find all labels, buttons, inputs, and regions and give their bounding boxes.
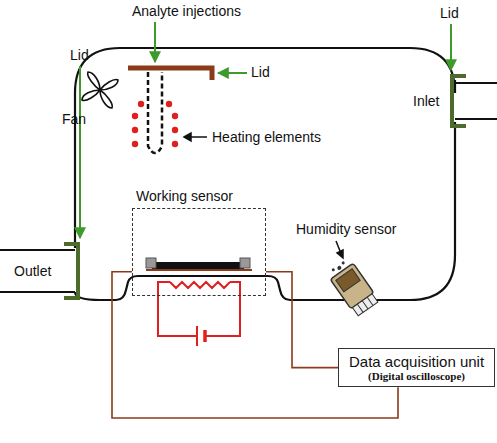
lid-label: Lid: [70, 48, 89, 63]
node-subtitle: (Digital oscilloscope): [349, 370, 484, 382]
pointer-arrows: [337, 250, 343, 258]
battery-symbol: [196, 326, 198, 346]
inlet-lid: [452, 76, 466, 126]
instrument-box: Data acquisition unit(Digital oscillosco…: [338, 348, 495, 387]
fan: [100, 90, 112, 108]
green-arrows: [154, 22, 156, 62]
outlet-pipe: [0, 250, 75, 292]
node-title: Working sensor: [132, 188, 266, 205]
heating-elements: [172, 141, 178, 147]
heater-coil: [170, 282, 230, 288]
humidity-sensor: [341, 261, 345, 265]
humidity-sensor: [367, 297, 373, 305]
heating-elements: [172, 113, 178, 119]
sensor-element: [146, 258, 156, 268]
outlet-pipe: [0, 291, 75, 293]
green-arrows: [218, 72, 247, 74]
signal-wire: [112, 272, 398, 418]
battery-symbol: [203, 330, 207, 342]
node-title: Data acquisition unit: [349, 353, 484, 370]
humidity-sensor: [326, 257, 380, 317]
heating-elements: [132, 113, 138, 119]
inlet-pipe: [455, 83, 497, 119]
sensor-outline: [132, 208, 266, 296]
part-label: Fan: [62, 112, 86, 127]
sensor-box: Working sensor: [132, 188, 266, 296]
heating-elements: [172, 127, 178, 133]
part-label: Humidity sensor: [296, 222, 396, 237]
humidity-sensor: [331, 268, 335, 272]
signal-wire: [266, 272, 338, 368]
heating-elements: [138, 101, 144, 107]
heating-elements: [132, 141, 138, 147]
humidity-sensor: [336, 269, 360, 292]
port-label: Inlet: [413, 94, 439, 109]
sensor-element: [240, 258, 250, 268]
fan: [100, 80, 118, 90]
humidity-sensor: [362, 301, 368, 309]
heating-elements: [166, 101, 172, 107]
fan: [82, 72, 118, 108]
injection-lid: [128, 68, 212, 80]
lid-label: Lid: [440, 6, 459, 21]
humidity-sensor: [352, 294, 377, 316]
fan: [88, 72, 100, 90]
outlet-lid: [64, 244, 78, 298]
sensor-element: [152, 262, 244, 269]
green-arrows: [80, 22, 451, 238]
lid-label: Lid: [251, 65, 270, 80]
part-label: Heating elements: [212, 130, 321, 145]
humidity-sensor: [337, 265, 343, 271]
battery-symbol: [197, 326, 205, 346]
green-arrows: [79, 66, 81, 238]
injection-tube: [148, 72, 162, 153]
heating-elements: [132, 127, 138, 133]
port-label: Outlet: [14, 264, 51, 279]
chamber-wall: [75, 48, 455, 300]
inlet-pipe: [455, 118, 497, 120]
callout-label: Analyte injections: [132, 4, 241, 19]
outlet-pipe: [0, 249, 75, 251]
humidity-sensor: [357, 304, 363, 312]
fan: [82, 90, 100, 100]
heater-circuit: [158, 282, 240, 336]
inlet-pipe: [455, 82, 497, 84]
sensor-element: [146, 258, 252, 270]
pointer-arrows: [184, 133, 191, 141]
green-arrows: [450, 24, 452, 70]
sensor-element: [146, 269, 252, 271]
heating-elements: [132, 101, 178, 147]
